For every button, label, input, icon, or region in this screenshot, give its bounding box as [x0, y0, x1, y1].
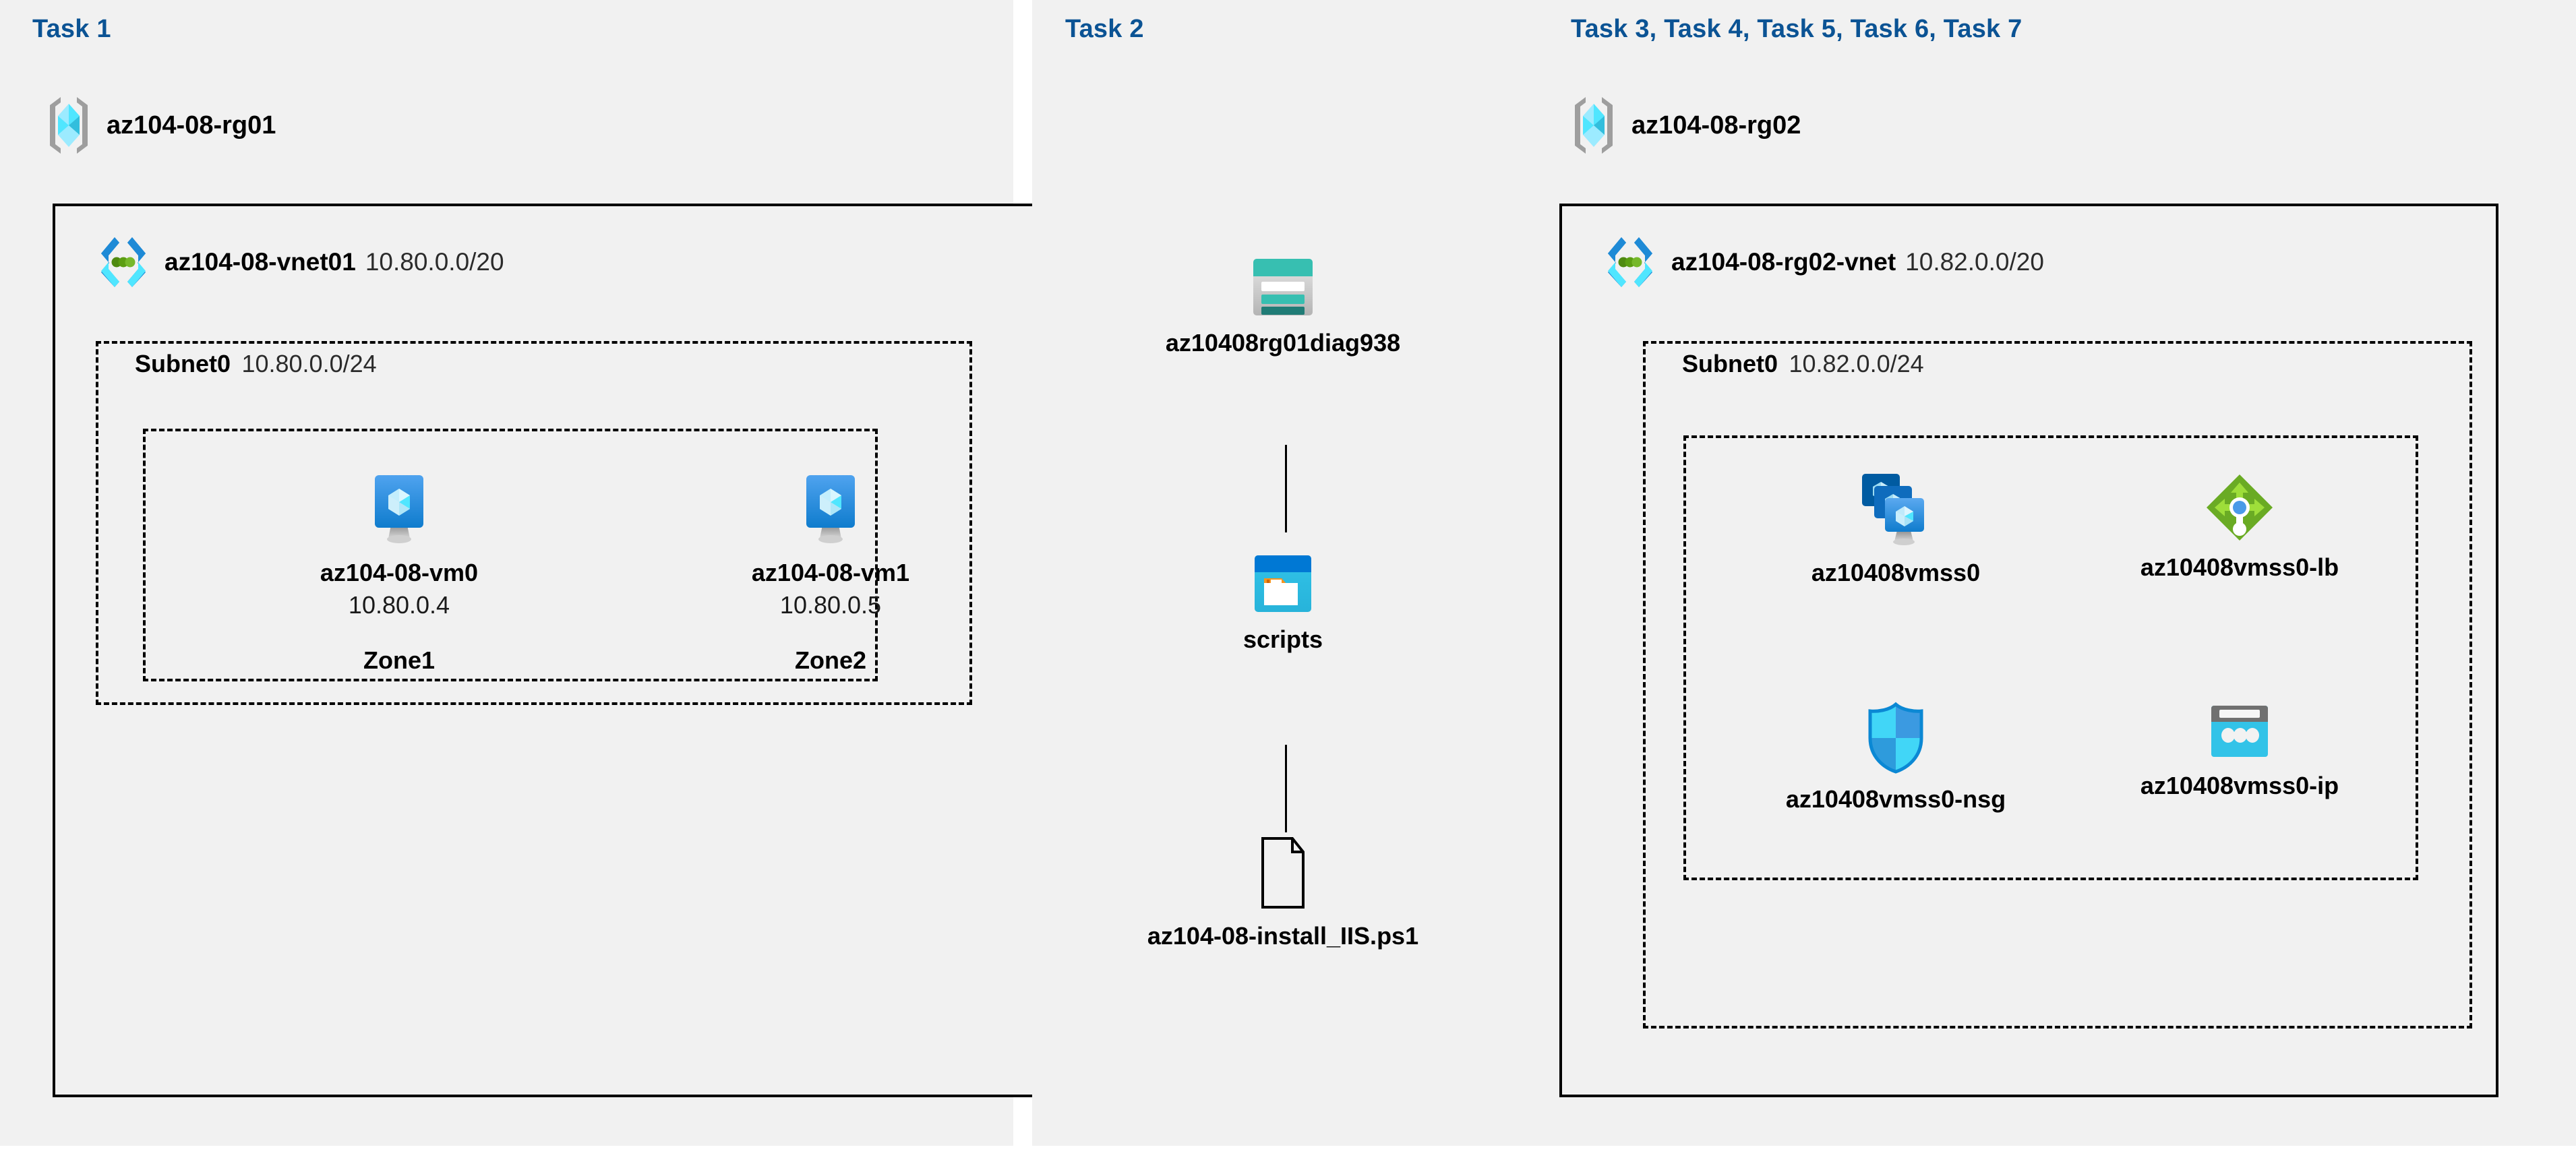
vm-az104-08-vm0-name: az104-08-vm0 — [320, 559, 479, 586]
script-file-az104-08-install-iis[interactable]: az104-08-install_IIS.ps1 — [1125, 836, 1441, 950]
virtual-machine-icon — [798, 472, 863, 548]
connector-storage-to-container — [1285, 445, 1287, 532]
script-file-label: az104-08-install_IIS.ps1 — [1147, 922, 1419, 950]
resource-group-rg01-label: az104-08-rg01 — [107, 111, 276, 140]
task-2-heading: Task 2 — [1065, 15, 1144, 43]
public-ip-address-label: az10408vmss0-ip — [2140, 772, 2339, 799]
subnet0-rg02-vnet-box — [1643, 341, 2472, 1029]
resource-group-rg01: az104-08-rg01 — [46, 94, 276, 156]
subnet0-rg02-vnet-cidr: 10.82.0.0/24 — [1789, 350, 1924, 377]
virtual-machine-icon — [367, 472, 431, 548]
vm-az104-08-vm0[interactable]: az104-08-vm0 10.80.0.4 Zone1 — [278, 472, 520, 675]
subnet0-rg02-vnet-label: Subnet0 10.82.0.0/24 — [1682, 350, 1924, 378]
resource-group-icon — [46, 94, 92, 156]
vmss-resources-box — [1683, 435, 2418, 880]
resource-group-icon — [1571, 94, 1617, 156]
virtual-network-icon — [1601, 235, 1659, 290]
connector-container-to-file — [1285, 745, 1287, 832]
script-file-icon — [1253, 836, 1313, 911]
storage-account-icon — [1249, 256, 1317, 318]
load-balancer-label: az10408vmss0-lb — [2140, 553, 2339, 581]
vm-az104-08-vm0-zone: Zone1 — [363, 646, 435, 674]
vm-az104-08-vm1-name: az104-08-vm1 — [751, 559, 910, 586]
task-1-heading: Task 1 — [32, 15, 111, 43]
public-ip-address-az10408vmss0-ip[interactable]: az10408vmss0-ip — [2095, 702, 2385, 800]
public-ip-address-icon — [2206, 702, 2273, 761]
vnet-az104-08-vnet01-cidr: 10.80.0.0/20 — [365, 248, 504, 276]
subnet0-vnet01-label: Subnet0 10.80.0.0/24 — [135, 350, 377, 378]
storage-account-az10408rg01diag938[interactable]: az10408rg01diag938 — [1125, 256, 1441, 357]
vm-az104-08-vm0-ip: 10.80.0.4 — [348, 591, 450, 619]
vnet-az104-08-rg02-vnet-name: az104-08-rg02-vnet — [1671, 248, 1896, 276]
network-security-group-az10408vmss0-nsg[interactable]: az10408vmss0-nsg — [1751, 702, 2041, 814]
network-security-group-label: az10408vmss0-nsg — [1785, 785, 2006, 813]
vm-scale-set-icon — [1855, 472, 1936, 548]
virtual-network-icon — [94, 235, 152, 290]
vm-az104-08-vm1[interactable]: az104-08-vm1 10.80.0.5 Zone2 — [709, 472, 952, 675]
blob-container-scripts[interactable]: scripts — [1125, 553, 1441, 654]
network-security-group-icon — [1865, 702, 1927, 774]
subnet0-vnet01-box — [96, 341, 972, 705]
vm-scale-set-label: az10408vmss0 — [1811, 559, 1981, 586]
resource-group-rg02: az104-08-rg02 — [1571, 94, 1801, 156]
vnet-az104-08-vnet01-name: az104-08-vnet01 — [164, 248, 356, 276]
subnet0-rg02-vnet-name: Subnet0 — [1682, 350, 1778, 377]
subnet0-vnet01-name: Subnet0 — [135, 350, 231, 377]
load-balancer-icon — [2205, 472, 2275, 543]
blob-container-label: scripts — [1242, 625, 1323, 653]
vm-az104-08-vm1-zone: Zone2 — [794, 646, 866, 674]
vnet-az104-08-rg02-vnet-header: az104-08-rg02-vnet 10.82.0.0/20 — [1601, 235, 2044, 290]
vm-az104-08-vm1-ip: 10.80.0.5 — [779, 591, 882, 619]
storage-account-label: az10408rg01diag938 — [1165, 329, 1401, 357]
vnet-az104-08-vnet01-header: az104-08-vnet01 10.80.0.0/20 — [94, 235, 504, 290]
task-3-to-7-heading: Task 3, Task 4, Task 5, Task 6, Task 7 — [1571, 15, 2023, 43]
vnet-az104-08-rg02-vnet-cidr: 10.82.0.0/20 — [1905, 248, 2044, 276]
vnet-az104-08-rg02-vnet-box: az104-08-rg02-vnet 10.82.0.0/20 Subnet0 … — [1559, 204, 2498, 1097]
availability-zones-box — [143, 429, 878, 681]
load-balancer-az10408vmss0-lb[interactable]: az10408vmss0-lb — [2095, 472, 2385, 582]
vm-scale-set-az10408vmss0[interactable]: az10408vmss0 — [1751, 472, 2041, 587]
resource-group-rg02-label: az104-08-rg02 — [1631, 111, 1801, 140]
blob-container-icon — [1251, 553, 1315, 615]
subnet0-vnet01-cidr: 10.80.0.0/24 — [241, 350, 377, 377]
